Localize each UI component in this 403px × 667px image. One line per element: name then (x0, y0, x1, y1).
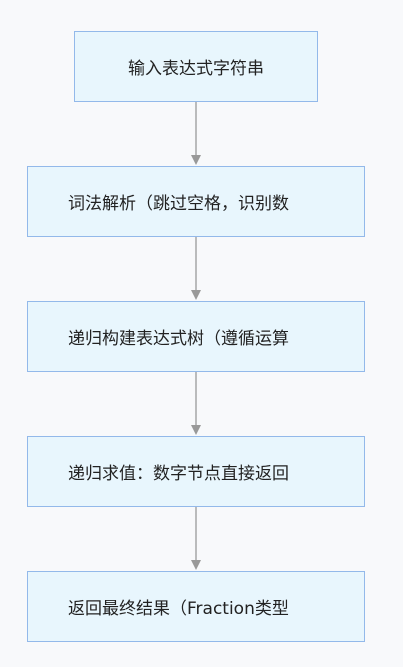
flow-node-return-result: 返回最终结果（Fraction类型 (27, 571, 365, 642)
flow-node-recursive-evaluation: 递归求值：数字节点直接返回 (27, 436, 365, 507)
edge-4-5 (191, 507, 201, 570)
edge-1-2 (191, 102, 201, 165)
edge-3-4 (191, 372, 201, 435)
flow-node-label: 输入表达式字符串 (128, 59, 264, 79)
flow-node-label: 递归构建表达式树（遵循运算 (68, 329, 289, 349)
flow-node-label: 递归求值：数字节点直接返回 (68, 464, 289, 484)
flow-node-label: 返回最终结果（Fraction类型 (68, 599, 289, 619)
flow-node-input-expression: 输入表达式字符串 (74, 31, 318, 102)
flow-node-build-expression-tree: 递归构建表达式树（遵循运算 (27, 301, 365, 372)
flow-node-label: 词法解析（跳过空格，识别数 (68, 194, 289, 214)
edge-2-3 (191, 237, 201, 300)
flow-node-lexical-parsing: 词法解析（跳过空格，识别数 (27, 166, 365, 237)
